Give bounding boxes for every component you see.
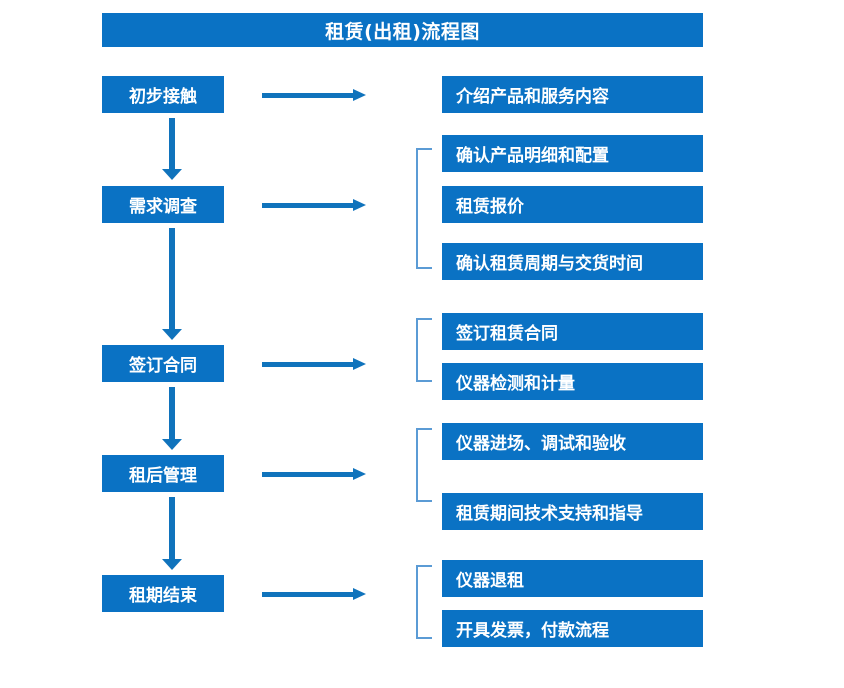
arrow-head-icon: [353, 358, 366, 370]
arrow-head-icon: [353, 89, 366, 101]
arrow-head-icon: [162, 329, 182, 340]
horizontal-arrow-1: [262, 87, 366, 103]
arrow-shaft: [262, 362, 354, 367]
arrow-head-icon: [353, 199, 366, 211]
arrow-shaft: [262, 203, 354, 208]
detail-label: 租赁报价: [456, 197, 524, 217]
detail-box-3[interactable]: 租赁报价: [442, 186, 703, 223]
detail-box-5[interactable]: 签订租赁合同: [442, 313, 703, 350]
stage-label: 签订合同: [129, 356, 197, 376]
group-bracket-3: [416, 318, 432, 382]
arrow-shaft: [169, 228, 175, 329]
stage-box-2[interactable]: 需求调查: [102, 186, 224, 223]
arrow-shaft: [169, 118, 175, 169]
arrow-head-icon: [353, 588, 366, 600]
group-bracket-4: [416, 428, 432, 502]
detail-box-7[interactable]: 仪器进场、调试和验收: [442, 423, 703, 460]
group-bracket-5: [416, 565, 432, 639]
stage-label: 初步接触: [129, 87, 197, 107]
detail-label: 确认产品明细和配置: [456, 146, 609, 166]
arrow-shaft: [262, 93, 354, 98]
arrow-head-icon: [353, 468, 366, 480]
detail-label: 签订租赁合同: [456, 324, 558, 344]
detail-label: 仪器检测和计量: [456, 374, 575, 394]
arrow-shaft: [169, 497, 175, 559]
page-title: 租赁(出租)流程图: [325, 20, 480, 43]
chart-title-bar: 租赁(出租)流程图: [102, 13, 703, 47]
horizontal-arrow-2: [262, 197, 366, 213]
arrow-shaft: [262, 472, 354, 477]
stage-label: 租后管理: [129, 466, 197, 486]
detail-label: 租赁期间技术支持和指导: [456, 504, 643, 524]
detail-box-4[interactable]: 确认租赁周期与交货时间: [442, 243, 703, 280]
arrow-shaft: [262, 592, 354, 597]
group-bracket-2: [416, 148, 432, 269]
detail-box-2[interactable]: 确认产品明细和配置: [442, 135, 703, 172]
stage-box-5[interactable]: 租期结束: [102, 575, 224, 612]
arrow-shaft: [169, 387, 175, 439]
horizontal-arrow-3: [262, 356, 366, 372]
vertical-arrow-2-to-3: [160, 228, 184, 340]
arrow-head-icon: [162, 169, 182, 180]
vertical-arrow-4-to-5: [160, 497, 184, 570]
detail-box-6[interactable]: 仪器检测和计量: [442, 363, 703, 400]
vertical-arrow-3-to-4: [160, 387, 184, 450]
stage-box-1[interactable]: 初步接触: [102, 76, 224, 113]
horizontal-arrow-4: [262, 466, 366, 482]
vertical-arrow-1-to-2: [160, 118, 184, 180]
detail-label: 确认租赁周期与交货时间: [456, 254, 643, 274]
detail-box-10[interactable]: 开具发票，付款流程: [442, 610, 703, 647]
detail-box-9[interactable]: 仪器退租: [442, 560, 703, 597]
detail-label: 仪器退租: [456, 571, 524, 591]
stage-label: 租期结束: [129, 586, 197, 606]
stage-label: 需求调查: [129, 197, 197, 217]
detail-box-1[interactable]: 介绍产品和服务内容: [442, 76, 703, 113]
detail-label: 介绍产品和服务内容: [456, 87, 609, 107]
stage-box-4[interactable]: 租后管理: [102, 455, 224, 492]
detail-box-8[interactable]: 租赁期间技术支持和指导: [442, 493, 703, 530]
detail-label: 仪器进场、调试和验收: [456, 434, 626, 454]
horizontal-arrow-5: [262, 586, 366, 602]
detail-label: 开具发票，付款流程: [456, 621, 609, 641]
arrow-head-icon: [162, 439, 182, 450]
arrow-head-icon: [162, 559, 182, 570]
stage-box-3[interactable]: 签订合同: [102, 345, 224, 382]
